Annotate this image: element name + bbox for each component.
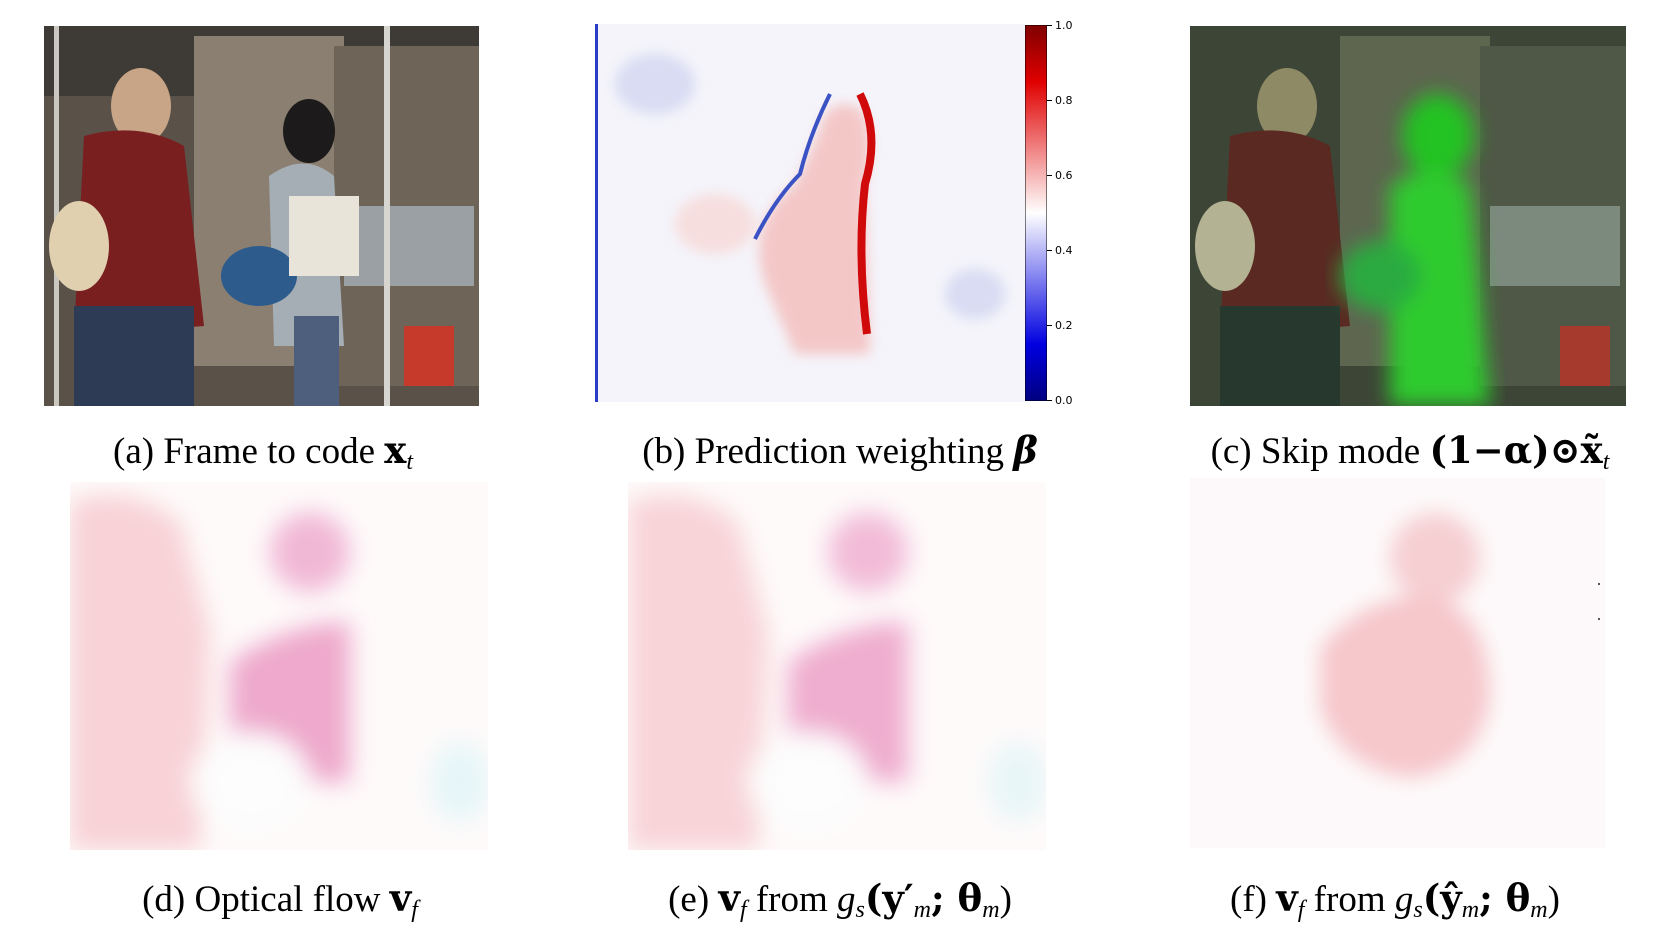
colorbar-tick-label: 0.0 xyxy=(1055,394,1073,407)
colorbar-tick-mark xyxy=(1047,400,1052,401)
caption-f: (f) vf from gs(ŷm; θm) xyxy=(1230,876,1560,923)
frame-image xyxy=(44,26,479,406)
colorbar-tick-mark xyxy=(1047,25,1052,26)
prediction-weighting-heatmap xyxy=(595,24,1025,402)
caption-b: (b) Prediction weighting β xyxy=(642,428,1038,472)
caption-e: (e) vf from gs(y′m; θm) xyxy=(668,876,1012,923)
colorbar-tick-label: 0.2 xyxy=(1055,319,1073,332)
colorbar-tick-mark xyxy=(1047,325,1052,326)
colorbar-tick-label: 0.6 xyxy=(1055,169,1073,182)
colorbar-tick-mark xyxy=(1047,250,1052,251)
optical-flow-image xyxy=(70,482,488,850)
caption-c: (c) Skip mode (1−α)⊙x̃t xyxy=(1210,428,1610,475)
caption-d: (d) Optical flow vf xyxy=(142,876,418,923)
skip-mode-image xyxy=(1190,26,1626,406)
colorbar-tick-label: 0.8 xyxy=(1055,94,1073,107)
colorbar-tick-label: 1.0 xyxy=(1055,19,1073,32)
decoded-flow-image xyxy=(628,482,1046,850)
colorbar-tick-label: 0.4 xyxy=(1055,244,1073,257)
reconstructed-flow-image xyxy=(1190,478,1605,848)
colorbar xyxy=(1025,25,1047,401)
colorbar-tick-mark xyxy=(1047,175,1052,176)
caption-a: (a) Frame to code xt xyxy=(113,428,413,475)
colorbar-tick-mark xyxy=(1047,100,1052,101)
